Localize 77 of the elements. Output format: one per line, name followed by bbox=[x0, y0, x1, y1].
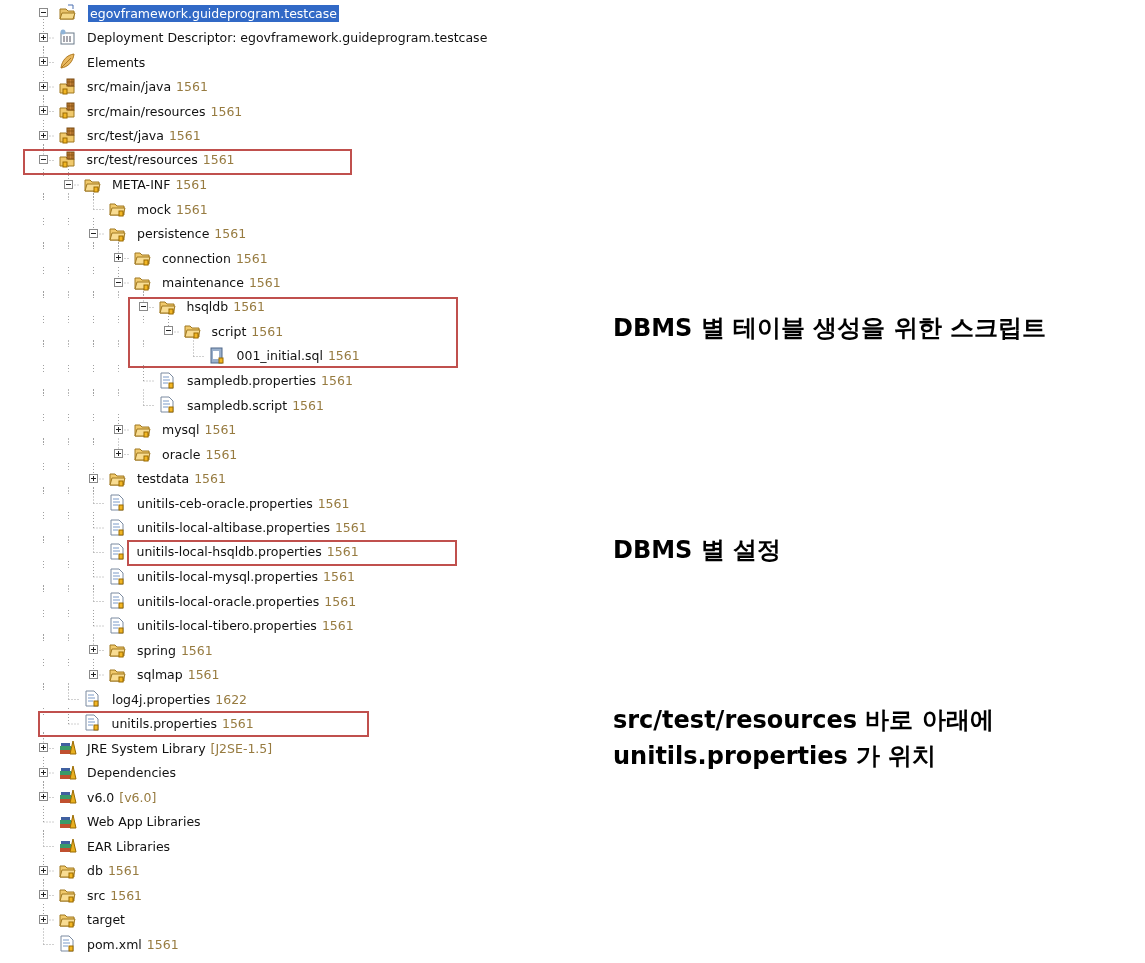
tree-item-label: JRE System Library bbox=[87, 739, 206, 757]
highlight-box bbox=[128, 297, 458, 368]
tree-item-label: Deployment Descriptor: egovframework.guideprogram.testcase bbox=[87, 29, 488, 46]
revision-number: 1561 bbox=[194, 470, 226, 487]
revision-number: 1561 bbox=[235, 249, 268, 267]
revision-number: [J2SE-1.5] bbox=[210, 739, 273, 757]
tree-item-label: db bbox=[87, 862, 103, 879]
tree-item-label: sqlmap bbox=[137, 666, 183, 683]
tree-item-label: log4j.properties bbox=[112, 690, 211, 708]
tree-item-label: src/test/resources bbox=[86, 151, 198, 168]
tree-item-label: connection bbox=[162, 249, 231, 267]
revision-number: 1561 bbox=[176, 78, 208, 95]
revision-number: 1561 bbox=[233, 298, 266, 315]
tree-item-label: 001_initial.sql bbox=[236, 347, 323, 364]
revision-number: 1561 bbox=[323, 568, 355, 585]
revision-number: 1561 bbox=[168, 127, 201, 144]
tree-item-label: v6.0 bbox=[87, 788, 115, 806]
tree-item-label: mock bbox=[137, 200, 171, 218]
revision-number: 1561 bbox=[110, 886, 143, 904]
tree-item-label: unitils-local-tibero.properties bbox=[137, 617, 317, 634]
tree-item-label: Elements bbox=[87, 53, 146, 71]
tree-item-label: script bbox=[211, 322, 247, 340]
revision-number: 1561 bbox=[334, 519, 367, 536]
tree-item-label: persistence bbox=[137, 225, 210, 242]
highlight-box bbox=[23, 149, 352, 175]
tree-item-label: src/main/resources bbox=[87, 102, 206, 120]
tree-item-label: src/test/java bbox=[87, 127, 164, 144]
revision-number: 1561 bbox=[327, 347, 360, 364]
revision-number: 1561 bbox=[321, 617, 354, 634]
tree-item-label: maintenance bbox=[162, 274, 244, 291]
revision-number: 1561 bbox=[175, 176, 208, 193]
highlight-box bbox=[38, 711, 369, 737]
tree-item-label: unitils-local-mysql.properties bbox=[137, 568, 319, 585]
tree-item-label: target bbox=[87, 911, 125, 928]
tree-item-label: sampledb.properties bbox=[187, 372, 317, 389]
tree-item-label: unitils-local-altibase.properties bbox=[137, 519, 330, 536]
revision-number: 1622 bbox=[215, 690, 248, 708]
revision-number: 1561 bbox=[221, 714, 254, 732]
tree-item-label: src bbox=[87, 886, 106, 904]
revision-number: 1561 bbox=[187, 666, 220, 683]
tree-item-label: unitils-ceb-oracle.properties bbox=[137, 494, 313, 512]
revision-number: [v6.0] bbox=[119, 788, 157, 806]
tree-item-label: unitils-local-oracle.properties bbox=[137, 592, 320, 610]
revision-number: 1561 bbox=[326, 543, 359, 560]
tree-item-label: unitils.properties bbox=[111, 714, 217, 732]
tree-item-label: egovframework.guideprogram.testcase bbox=[88, 4, 339, 22]
revision-number: 1561 bbox=[210, 102, 243, 120]
revision-number: 1561 bbox=[205, 445, 238, 463]
annotation-text: DBMS 별 설정 bbox=[613, 535, 783, 566]
revision-number: 1561 bbox=[317, 494, 350, 512]
annotation-text: DBMS 별 테이블 생성을 위한 스크립트 bbox=[613, 313, 1048, 344]
revision-number: 1561 bbox=[251, 322, 284, 340]
tree-item-label: EAR Libraries bbox=[87, 837, 171, 855]
revision-number: 1561 bbox=[214, 225, 247, 242]
tree-item-label: pom.xml bbox=[87, 935, 142, 953]
revision-number: 1561 bbox=[146, 935, 179, 953]
revision-number: 1561 bbox=[324, 592, 357, 610]
tree-item-label: hsqldb bbox=[186, 298, 229, 315]
tree-item-label: src/main/java bbox=[87, 78, 172, 95]
revision-number: 1561 bbox=[248, 274, 281, 291]
tree-item-label: Web App Libraries bbox=[87, 813, 201, 830]
tree-item-label: mysql bbox=[162, 421, 200, 438]
tree-item-label: spring bbox=[137, 641, 176, 659]
revision-number: 1561 bbox=[292, 396, 324, 414]
tree-item-label: META-INF bbox=[112, 176, 171, 193]
tree-item-label: unitils-local-hsqldb.properties bbox=[136, 543, 322, 560]
revision-number: 1561 bbox=[107, 862, 140, 879]
tree-item-label: oracle bbox=[162, 445, 201, 463]
tree-item-label: sampledb.script bbox=[187, 396, 288, 414]
revision-number: 1561 bbox=[202, 151, 235, 168]
revision-number: 1561 bbox=[321, 372, 353, 389]
tree-item-label: testdata bbox=[137, 470, 190, 487]
annotation-text: src/test/resources 바로 아래에 unitils.properties 가 위치 bbox=[613, 705, 995, 772]
revision-number: 1561 bbox=[204, 421, 237, 438]
tree-item-label: Dependencies bbox=[87, 764, 176, 781]
revision-number: 1561 bbox=[180, 641, 213, 659]
revision-number: 1561 bbox=[175, 200, 208, 218]
